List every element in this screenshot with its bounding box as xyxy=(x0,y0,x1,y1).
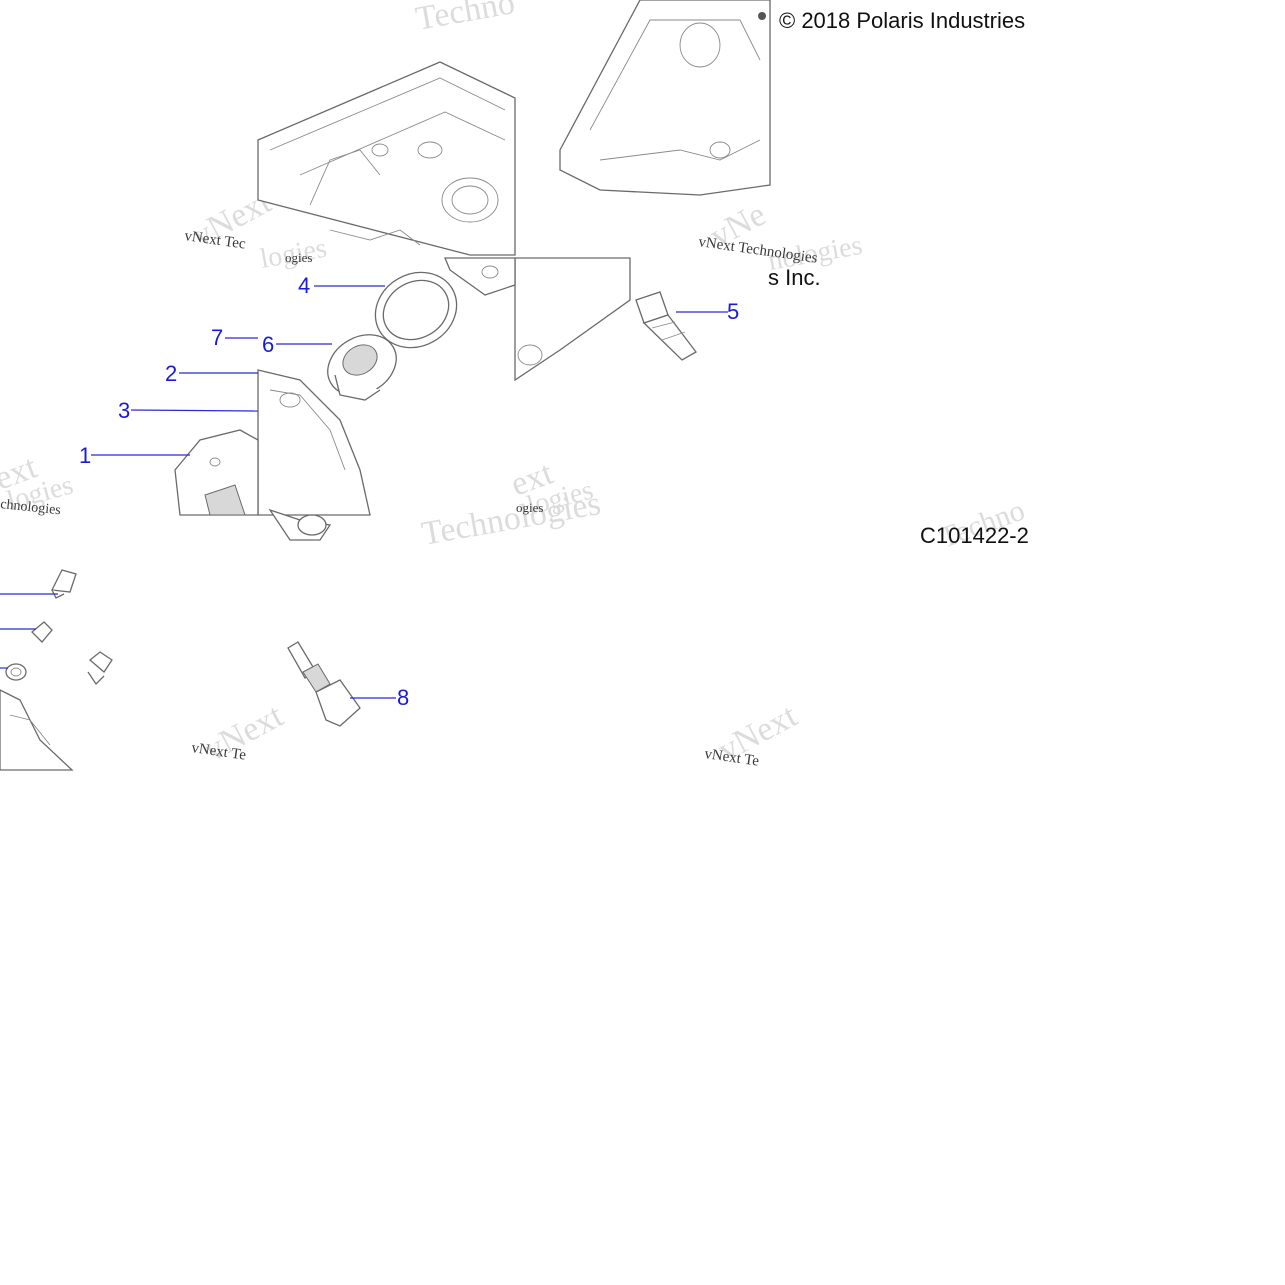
callout-2: 2 xyxy=(165,361,177,386)
callout-7: 7 xyxy=(211,325,223,350)
watermark-caption: vNext Te xyxy=(190,740,247,764)
watermark-caption: ogies xyxy=(516,500,543,515)
watermark-caption: chnologies xyxy=(0,497,61,518)
watermark-caption: vNext Technologies xyxy=(697,234,818,267)
part-6-thermostat xyxy=(327,334,397,401)
engine-head-illustration xyxy=(257,0,771,382)
watermark-large: Techno xyxy=(413,0,517,38)
watermark-caption: vNext Te xyxy=(703,746,760,770)
leader-lines xyxy=(0,285,728,699)
watermark-caption: ogies xyxy=(285,250,312,265)
part-8-temp-sensor xyxy=(287,641,361,727)
callout-3: 3 xyxy=(118,398,130,423)
leader-3 xyxy=(130,409,259,412)
copyright-mark-icon xyxy=(758,12,766,20)
figure-code: C101422-2 xyxy=(920,523,1029,548)
callout-8: 8 xyxy=(397,685,409,710)
watermark-large: Technologies xyxy=(419,485,603,553)
part-2-3-gasket-housing xyxy=(257,369,371,541)
callout-1: 1 xyxy=(79,443,91,468)
bolts-and-fasteners xyxy=(0,569,113,771)
part-5-hose-fitting xyxy=(635,291,697,361)
part-4-seal-ring xyxy=(374,271,458,349)
part-1-water-outlet xyxy=(174,429,259,516)
callout-5: 5 xyxy=(727,299,739,324)
callouts: 4 5 7 6 2 3 1 8 xyxy=(79,273,739,710)
copyright-fragment: s Inc. xyxy=(768,265,821,290)
copyright-text: © 2018 Polaris Industries xyxy=(779,8,1025,33)
callout-6: 6 xyxy=(262,332,274,357)
callout-4: 4 xyxy=(298,273,310,298)
